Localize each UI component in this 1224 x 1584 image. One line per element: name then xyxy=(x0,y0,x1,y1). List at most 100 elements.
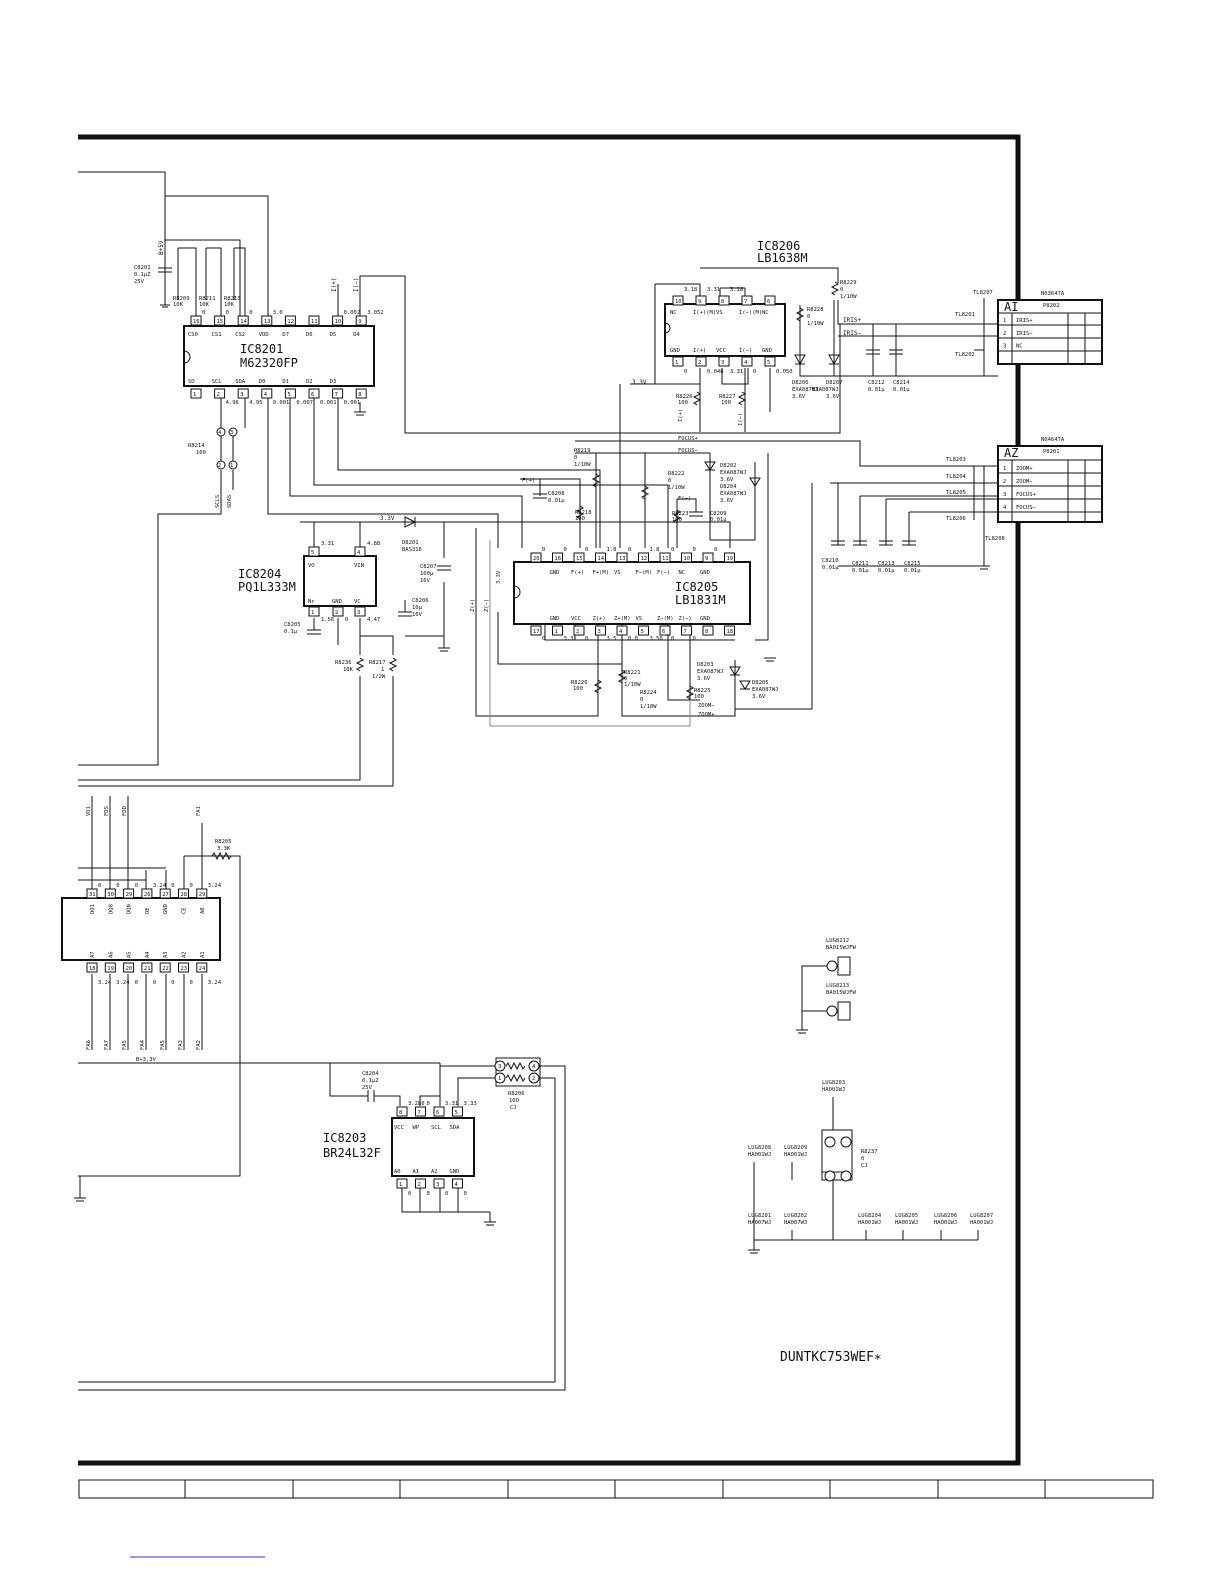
svg-text:0.1μ: 0.1μ xyxy=(284,629,298,635)
pin-box xyxy=(638,625,649,636)
pin-box xyxy=(764,295,776,306)
focus-zoom-labels: FOCUS+ FOCUS− F(+) F(−) ZOOM− ZOOM+ Z(+)… xyxy=(380,436,921,718)
svg-text:C8210: C8210 xyxy=(822,558,839,564)
svg-text:FDD: FDD xyxy=(122,806,128,816)
pin-label: GND xyxy=(450,1169,460,1175)
svg-text:FOCUS−: FOCUS− xyxy=(678,448,699,454)
svg-text:16V: 16V xyxy=(420,578,431,584)
pin-number: 6 xyxy=(436,1110,439,1116)
svg-text:0: 0 xyxy=(640,697,643,703)
pin-label: I(−) xyxy=(739,348,752,354)
pin-label: Z(−) xyxy=(679,616,692,622)
svg-text:10K: 10K xyxy=(199,302,210,308)
pin-voltage: 0 xyxy=(714,547,717,553)
pin-voltage: 3.24 xyxy=(208,883,222,889)
svg-text:LUG8202: LUG8202 xyxy=(784,1213,807,1219)
svg-text:FA1: FA1 xyxy=(196,806,202,816)
svg-text:ZOOM+: ZOOM+ xyxy=(698,712,715,718)
svg-text:FA6: FA6 xyxy=(86,1040,92,1050)
svg-text:C8206: C8206 xyxy=(412,598,429,604)
pin-number: 2 xyxy=(418,1182,421,1188)
pin-box xyxy=(552,625,563,636)
pin-label: GND xyxy=(163,904,169,914)
connector-signal: ZOOM− xyxy=(1016,479,1033,485)
pin-box xyxy=(552,552,563,563)
pin-voltage: 3.24 xyxy=(98,980,112,986)
ic8201-part: M62320FP xyxy=(240,356,298,370)
svg-text:BAS316: BAS316 xyxy=(402,547,422,553)
pin-label: D0 xyxy=(259,379,266,385)
svg-text:LUG8205: LUG8205 xyxy=(895,1213,918,1219)
pin-box xyxy=(433,1178,445,1189)
pin-label: DQ8 xyxy=(108,904,114,914)
model-code: DUNTKC753WEF∗ xyxy=(780,1350,882,1365)
pin-box xyxy=(452,1106,463,1117)
pin-label: A4 xyxy=(145,951,151,958)
pin-label: I(+)(M) xyxy=(693,310,716,316)
svg-text:N0464TA: N0464TA xyxy=(1041,437,1065,443)
svg-text:HA007WJ: HA007WJ xyxy=(784,1220,807,1226)
svg-text:1/10W: 1/10W xyxy=(807,321,824,327)
svg-text:3: 3 xyxy=(498,1064,501,1070)
ic8203-part: BR24L32F xyxy=(323,1146,381,1160)
connector-pin: 1 xyxy=(1003,318,1006,324)
pin-voltage: 3.31 xyxy=(321,541,334,547)
pin-box xyxy=(123,888,135,899)
svg-text:C8205: C8205 xyxy=(284,622,301,628)
pin-box xyxy=(190,388,202,399)
pin-number: 6 xyxy=(662,629,665,635)
pin-number: 24 xyxy=(199,966,206,972)
svg-text:3.6V: 3.6V xyxy=(697,676,711,682)
lugs-bba: LUG8212 BA015WJFW LUG8213 BA015WJFW xyxy=(801,938,856,1030)
pin-box xyxy=(104,962,116,973)
flash-ic: 31DQ1030DQ8029DQ0026OE3.2427GND028CE029A… xyxy=(61,883,222,986)
svg-text:R8237: R8237 xyxy=(861,1149,878,1155)
pin-label: A1 xyxy=(200,951,206,958)
pin-box xyxy=(86,962,98,973)
pin-box xyxy=(396,1178,408,1189)
pin-box xyxy=(672,356,684,367)
pin-label: A6 xyxy=(108,951,114,958)
svg-text:VD1: VD1 xyxy=(86,806,92,816)
svg-text:0.01μ: 0.01μ xyxy=(852,568,869,574)
connector-pin: 3 xyxy=(1003,492,1006,498)
svg-text:3.6V: 3.6V xyxy=(826,394,840,400)
svg-text:1/10W: 1/10W xyxy=(840,294,857,300)
svg-text:R8213: R8213 xyxy=(224,296,241,302)
pin-label: DQ0 xyxy=(127,904,133,914)
pin-voltage: 3.31 xyxy=(445,1101,458,1107)
svg-text:R8219: R8219 xyxy=(574,448,591,454)
svg-text:ZOOM−: ZOOM− xyxy=(698,703,715,709)
pin-box xyxy=(595,552,606,563)
svg-text:R8205: R8205 xyxy=(215,839,232,845)
pin-voltage: 0 xyxy=(135,980,138,986)
pin-box xyxy=(284,315,296,326)
pin-label: D2 xyxy=(306,379,313,385)
pin-voltage: 1.8 xyxy=(650,547,660,553)
pin-voltage: 0 xyxy=(671,547,674,553)
svg-text:R8218: R8218 xyxy=(575,510,592,516)
pin-number: 11 xyxy=(311,319,318,325)
svg-text:LUG8212: LUG8212 xyxy=(826,938,849,944)
svg-text:LUG8203: LUG8203 xyxy=(822,1080,845,1086)
pin-box xyxy=(355,315,367,326)
pin-number: 30 xyxy=(107,892,114,898)
lugs-ha: LUG8203 HA001WJ R8237 0 CJ LUG8208 HA001… xyxy=(748,1080,993,1250)
svg-text:R8229: R8229 xyxy=(840,280,857,286)
svg-text:EXA087WJ: EXA087WJ xyxy=(792,387,819,393)
svg-text:C8213: C8213 xyxy=(878,561,895,567)
svg-text:10K: 10K xyxy=(343,667,354,673)
ic8204-parts: D8201 BAS316 C8207 100μ 16V C8206 10μ 16… xyxy=(284,516,451,680)
pin-label: A7 xyxy=(90,951,96,958)
svg-text:0.01μ: 0.01μ xyxy=(710,517,727,523)
pin-voltage: 0.002 xyxy=(344,310,361,316)
ic8204-wiring xyxy=(78,521,445,787)
pin-label: GND xyxy=(762,348,772,354)
test-points: TL8207 TL8201 TL8202 TL8203 TL8204 TL820… xyxy=(946,290,1005,566)
svg-text:P8201: P8201 xyxy=(1043,449,1060,455)
svg-text:4: 4 xyxy=(532,1064,536,1070)
pin-number: 26 xyxy=(144,892,151,898)
svg-text:TL8205: TL8205 xyxy=(946,490,966,496)
